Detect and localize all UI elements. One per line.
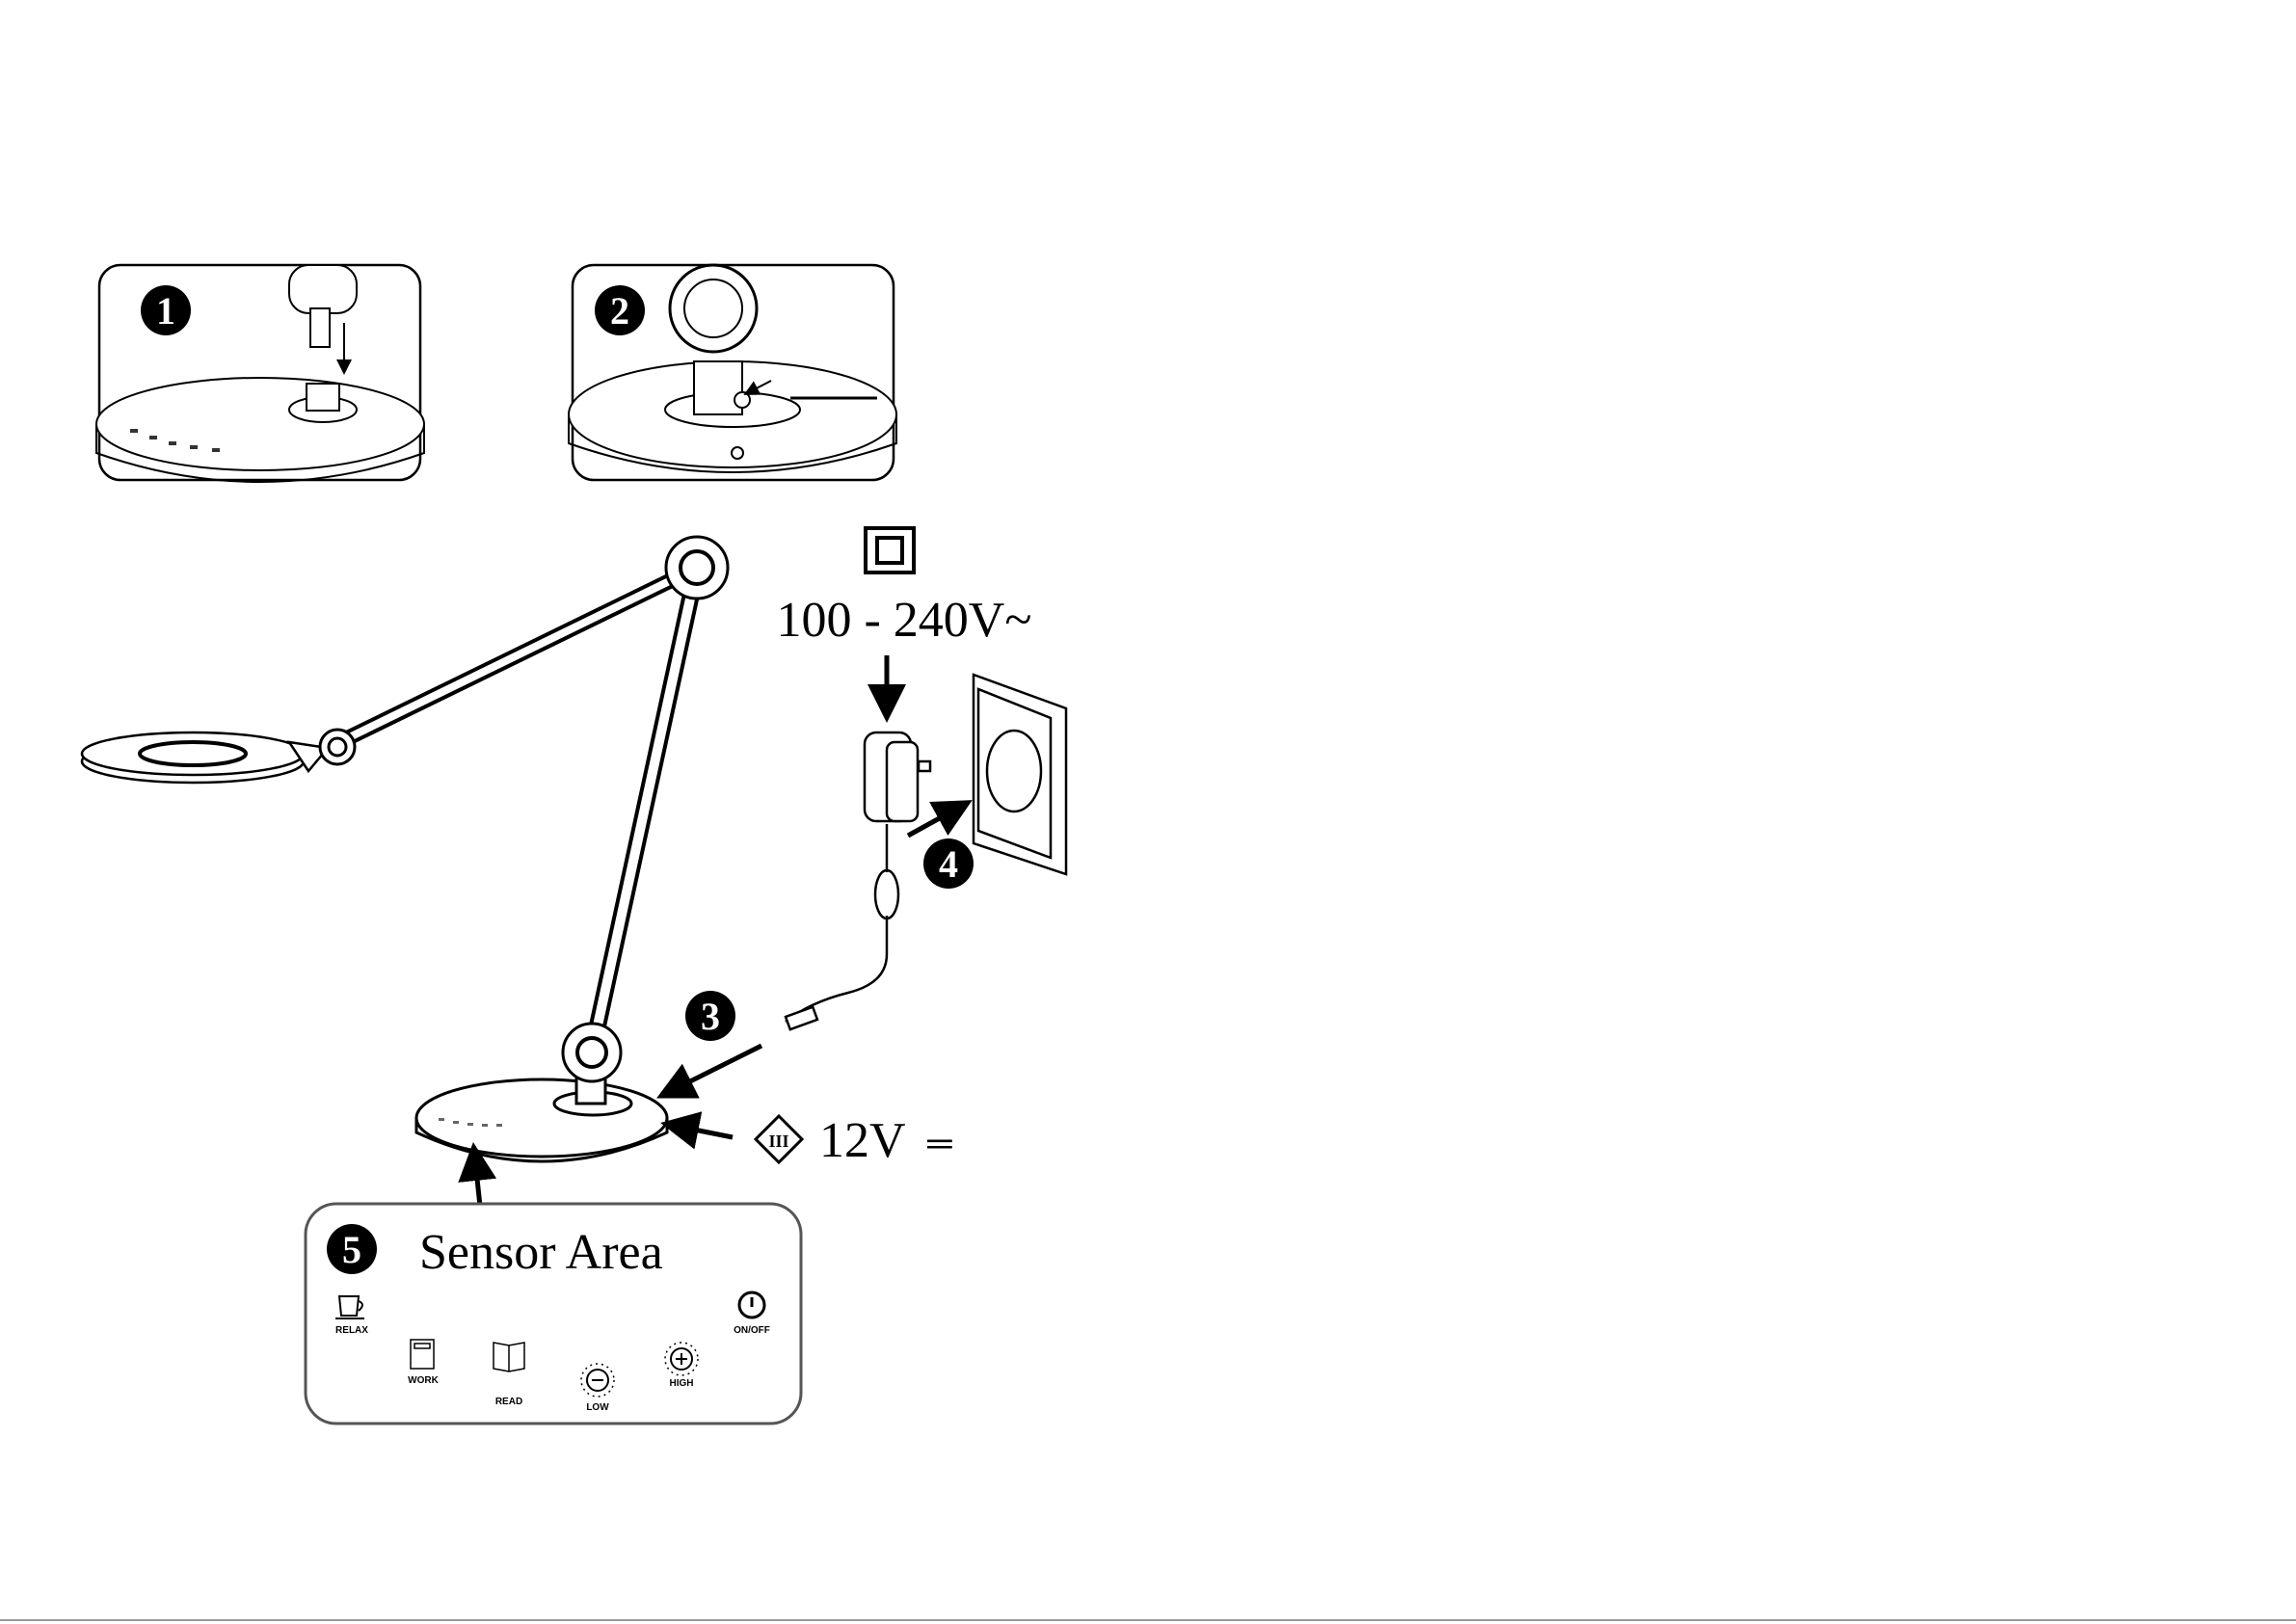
output-voltage: 12V [819, 1113, 906, 1168]
open-book-icon [493, 1342, 525, 1372]
sensor-area-title: Sensor Area [419, 1225, 663, 1280]
brightness-up-icon [664, 1342, 699, 1376]
step1-number: 1 [156, 289, 175, 333]
step3-number: 3 [701, 995, 720, 1038]
step2-number: 2 [610, 289, 629, 333]
wall-outlet [972, 673, 1068, 876]
step5-number: 5 [342, 1228, 361, 1271]
calculator-icon [410, 1339, 435, 1370]
desk-lamp [80, 535, 730, 1163]
power-icon [737, 1291, 766, 1319]
relax-label: RELAX [335, 1325, 368, 1336]
step4-number: 4 [939, 842, 958, 886]
step3-badge [685, 991, 735, 1041]
dc-symbol: ═ [926, 1124, 952, 1162]
sensor-area-panel: 5 Sensor Area RELAX WORK READ LOW HIGH O… [304, 1202, 803, 1425]
step1-panel: 1 [95, 263, 425, 483]
low-label: LOW [586, 1402, 609, 1413]
work-label: WORK [408, 1375, 439, 1386]
step5-badge [327, 1224, 377, 1274]
step4-arrow [906, 800, 973, 839]
power-adapter [784, 731, 932, 1031]
step1-badge [141, 285, 191, 335]
input-voltage: 100 - 240V~ [776, 593, 1031, 648]
sensor-dots [130, 429, 220, 452]
step3-arrow [656, 1043, 763, 1099]
high-label: HIGH [670, 1378, 694, 1389]
svg-text:III: III [768, 1131, 788, 1151]
class-ii-icon [864, 526, 916, 574]
onoff-label: ON/OFF [734, 1325, 770, 1336]
step2-badge [595, 285, 645, 335]
class-iii-icon: III [753, 1113, 805, 1165]
dc-input-arrow [660, 1111, 734, 1150]
read-label: READ [495, 1397, 522, 1407]
step2-panel: 2 [568, 263, 897, 482]
step4-badge [923, 839, 974, 889]
brightness-down-icon [580, 1363, 615, 1398]
coffee-cup-icon [335, 1295, 364, 1319]
